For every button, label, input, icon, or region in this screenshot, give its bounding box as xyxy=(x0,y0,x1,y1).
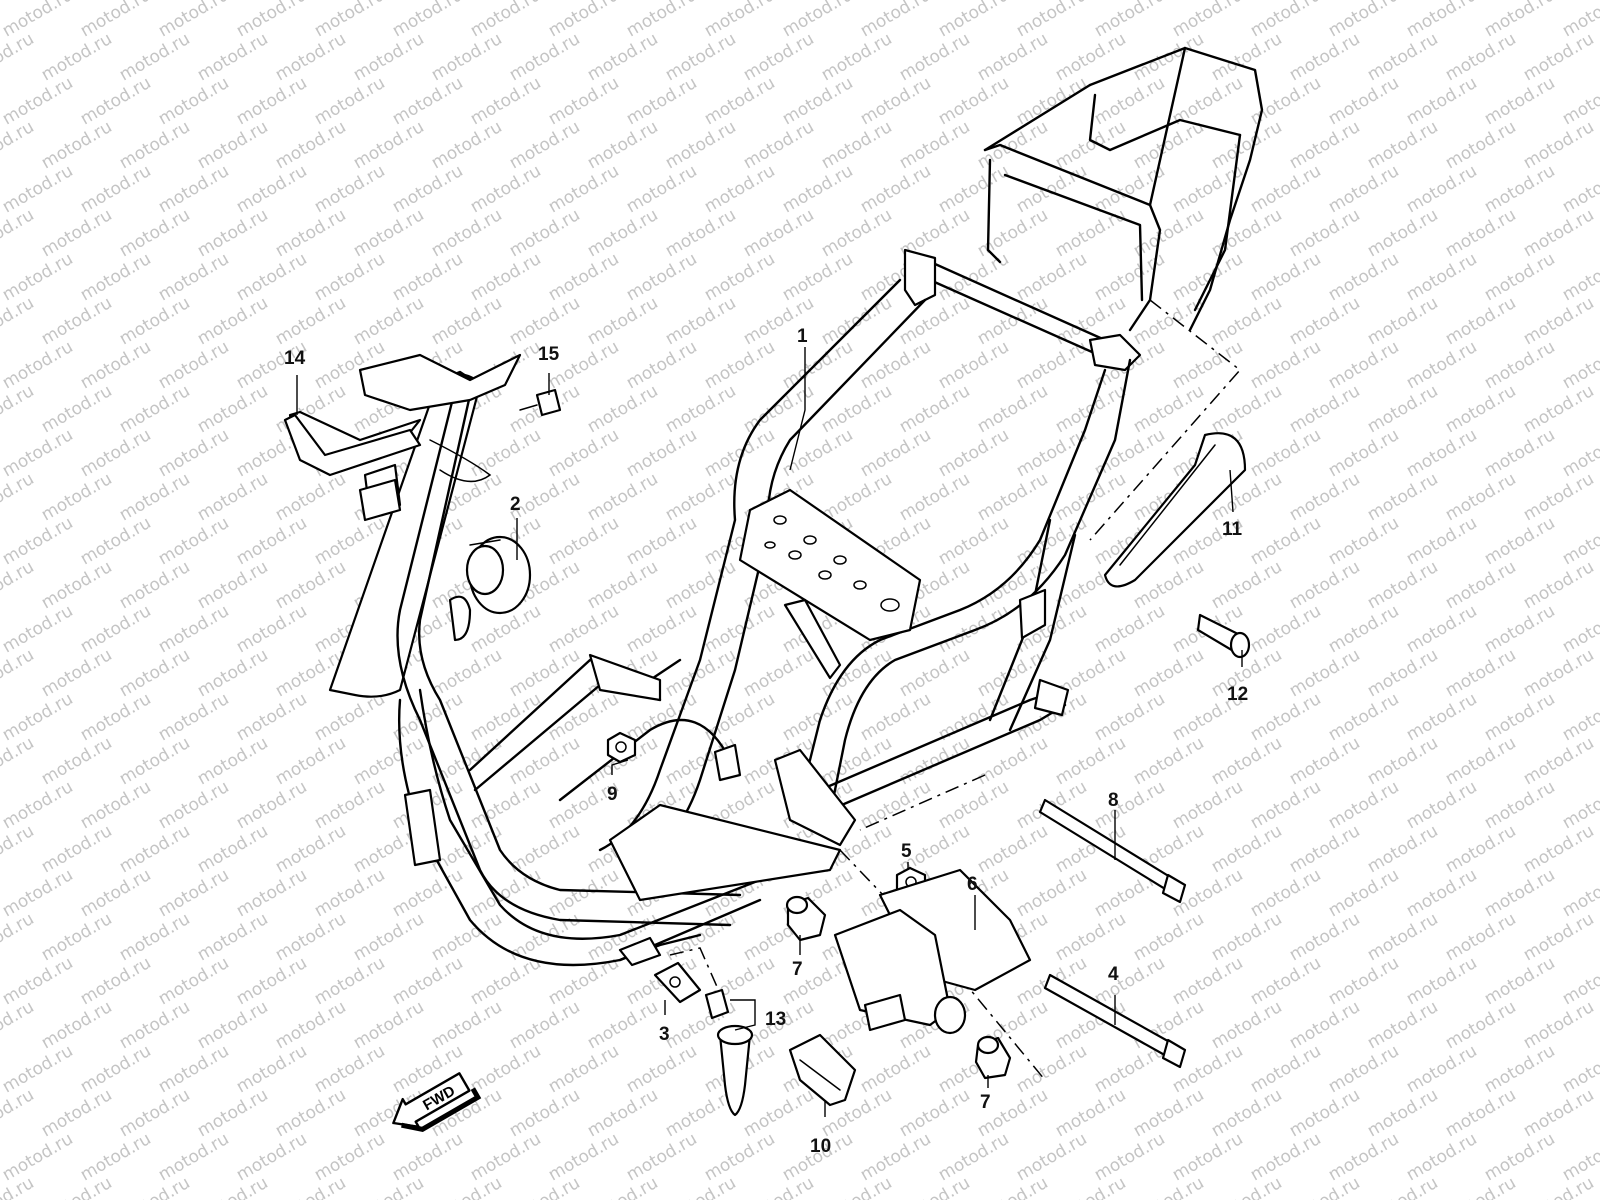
leader-lines xyxy=(296,347,1243,1117)
callout-9: 9 xyxy=(607,784,618,805)
callout-15: 15 xyxy=(538,344,560,365)
callout-3: 3 xyxy=(659,1024,670,1045)
callout-13: 13 xyxy=(765,1009,786,1030)
part-11-cover xyxy=(1103,432,1247,588)
part-7-collar-lower xyxy=(974,1035,1012,1080)
callout-4: 4 xyxy=(1108,964,1119,985)
part-2-bushing xyxy=(465,535,532,615)
callout-10: 10 xyxy=(810,1136,831,1157)
part-9-nut xyxy=(606,731,637,764)
callout-7-lower: 7 xyxy=(980,1092,991,1113)
callout-1: 1 xyxy=(797,326,808,347)
part-13-damper xyxy=(704,988,754,1117)
part-10-rubber xyxy=(788,1033,857,1107)
part-15-bolt xyxy=(519,388,562,417)
callout-5: 5 xyxy=(901,841,912,862)
reference-lines xyxy=(669,299,1242,1081)
callout-labels: 1 2 3 4 5 6 7 7 8 9 10 11 12 13 14 15 xyxy=(284,326,1248,1157)
part-14-bracket xyxy=(283,413,492,522)
part-12-bolt xyxy=(1196,613,1251,659)
part-3-plate xyxy=(653,961,702,1004)
frame-body xyxy=(288,46,1264,967)
part-4-bolt xyxy=(1043,973,1187,1069)
callout-7-upper: 7 xyxy=(792,959,803,980)
part-8-bolt xyxy=(1038,798,1187,904)
callout-2: 2 xyxy=(510,494,521,515)
callout-11: 11 xyxy=(1222,519,1243,540)
callout-14: 14 xyxy=(284,348,306,369)
part-6-bracket xyxy=(833,868,1032,1035)
callout-12: 12 xyxy=(1227,684,1248,705)
callout-6: 6 xyxy=(967,874,978,895)
part-7-collar-upper xyxy=(785,895,827,942)
callout-8: 8 xyxy=(1108,790,1119,811)
fwd-direction-badge: FWD xyxy=(392,1072,482,1132)
